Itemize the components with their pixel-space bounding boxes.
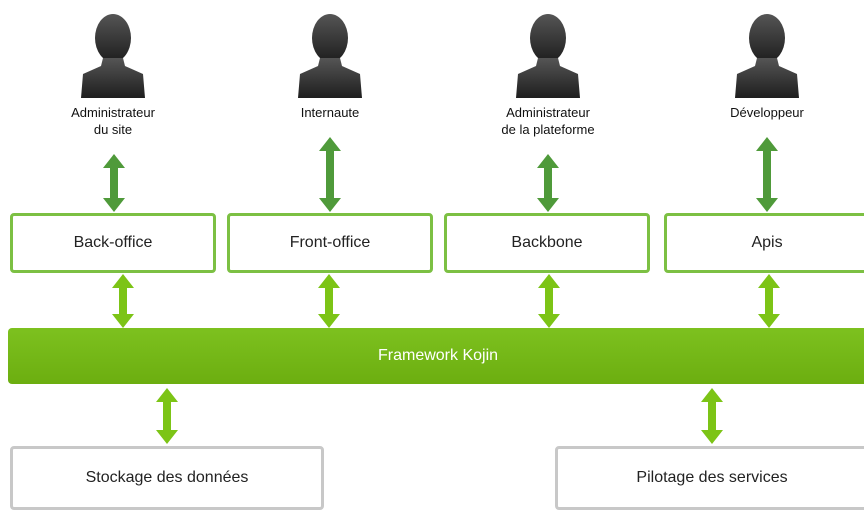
actor-label: Développeur: [730, 105, 804, 120]
double-arrow-icon: [538, 274, 560, 328]
double-arrow-icon: [701, 388, 723, 444]
module-label: Apis: [751, 234, 783, 251]
module-label: Backbone: [511, 234, 583, 251]
module-label: Back-office: [73, 234, 153, 251]
double-arrow-icon: [156, 388, 178, 444]
user-silhouette-icon: [516, 14, 580, 98]
double-arrow-icon: [318, 274, 340, 328]
actor-label: Internaute: [300, 105, 360, 120]
double-arrow-icon: [756, 137, 778, 212]
backend-services: Pilotage des services: [555, 446, 864, 510]
double-arrow-icon: [112, 274, 134, 328]
actor-platform-admin: Administrateur de la plateforme: [468, 10, 628, 138]
module-front-office: Front-office: [227, 213, 433, 273]
actor-developer: Développeur: [687, 10, 847, 121]
module-apis: Apis: [664, 213, 864, 273]
actor-internaute: Internaute: [250, 10, 410, 121]
framework-bar: Framework Kojin: [8, 328, 864, 384]
module-label: Front-office: [289, 234, 371, 251]
module-backbone: Backbone: [444, 213, 650, 273]
actor-site-admin: Administrateur du site: [33, 10, 193, 138]
user-silhouette-icon: [298, 14, 362, 98]
double-arrow-icon: [537, 154, 559, 212]
backend-label: Stockage des données: [85, 469, 249, 486]
framework-label: Framework Kojin: [377, 347, 499, 364]
module-back-office: Back-office: [10, 213, 216, 273]
double-arrow-icon: [758, 274, 780, 328]
backend-storage: Stockage des données: [10, 446, 324, 510]
double-arrow-icon: [319, 137, 341, 212]
actor-label: Administrateur du site: [71, 105, 155, 137]
user-silhouette-icon: [735, 14, 799, 98]
backend-label: Pilotage des services: [636, 469, 788, 486]
actor-label: Administrateur de la plateforme: [501, 105, 595, 137]
user-silhouette-icon: [81, 14, 145, 98]
double-arrow-icon: [103, 154, 125, 212]
